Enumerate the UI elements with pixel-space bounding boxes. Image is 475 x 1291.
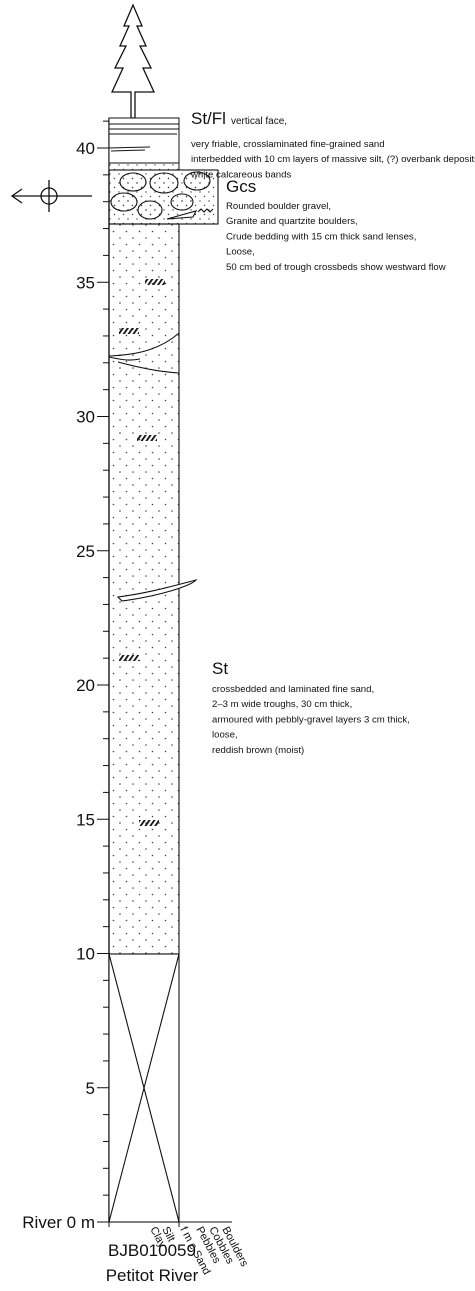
- depth-tick-label: 40: [76, 139, 95, 158]
- grain-size-scale: [108, 1221, 232, 1227]
- unit-description-line: armoured with pebbly-gravel layers 3 cm …: [212, 714, 410, 725]
- unit-description-line: Loose,: [226, 247, 255, 258]
- depth-ticks: [97, 120, 109, 1223]
- depth-tick-label: 15: [76, 810, 95, 829]
- unit-description-line: very friable, crosslaminated fine-graine…: [191, 139, 385, 150]
- unit-description-line: white calcareous bands: [190, 169, 291, 180]
- covered-interval: [108, 953, 180, 1223]
- depth-tick-label: 25: [76, 542, 95, 561]
- unit-description-line: interbedded with 10 cm layers of massive…: [191, 154, 475, 165]
- depth-tick-label: 20: [76, 676, 95, 695]
- unit-description-line: loose,: [212, 730, 238, 741]
- depth-tick-label: 5: [86, 1079, 95, 1098]
- unit-code-gcs: Gcs: [226, 177, 256, 196]
- unit-code-suffix: vertical face,: [231, 116, 287, 127]
- paleoflow-compass-icon: [10, 180, 92, 212]
- section-id: BJB010059: [108, 1241, 196, 1260]
- crossbed-symbol-icon: [119, 279, 165, 826]
- depth-tick-label: River 0 m: [22, 1213, 95, 1232]
- unit-description-line: Granite and quartzite boulders,: [226, 216, 358, 227]
- section-name: Petitot River: [106, 1266, 199, 1285]
- unit-description-line: reddish brown (moist): [212, 745, 304, 756]
- unit-description-line: 50 cm bed of trough crossbeds show westw…: [226, 262, 446, 273]
- unit-code-st: St: [212, 659, 228, 678]
- unit-st-column: [108, 223, 198, 955]
- unit-stfl-column: [108, 117, 180, 171]
- depth-tick-label: 10: [76, 945, 95, 964]
- depth-tick-label: 30: [76, 408, 95, 427]
- depth-tick-label: 35: [76, 273, 95, 292]
- unit-description-line: crossbedded and laminated fine sand,: [212, 684, 374, 695]
- unit-description-line: Crude bedding with 15 cm thick sand lens…: [226, 231, 416, 242]
- unit-description-line: Rounded boulder gravel,: [226, 201, 331, 212]
- tree-icon: [110, 3, 156, 119]
- unit-description-line: 2–3 m wide troughs, 30 cm thick,: [212, 699, 352, 710]
